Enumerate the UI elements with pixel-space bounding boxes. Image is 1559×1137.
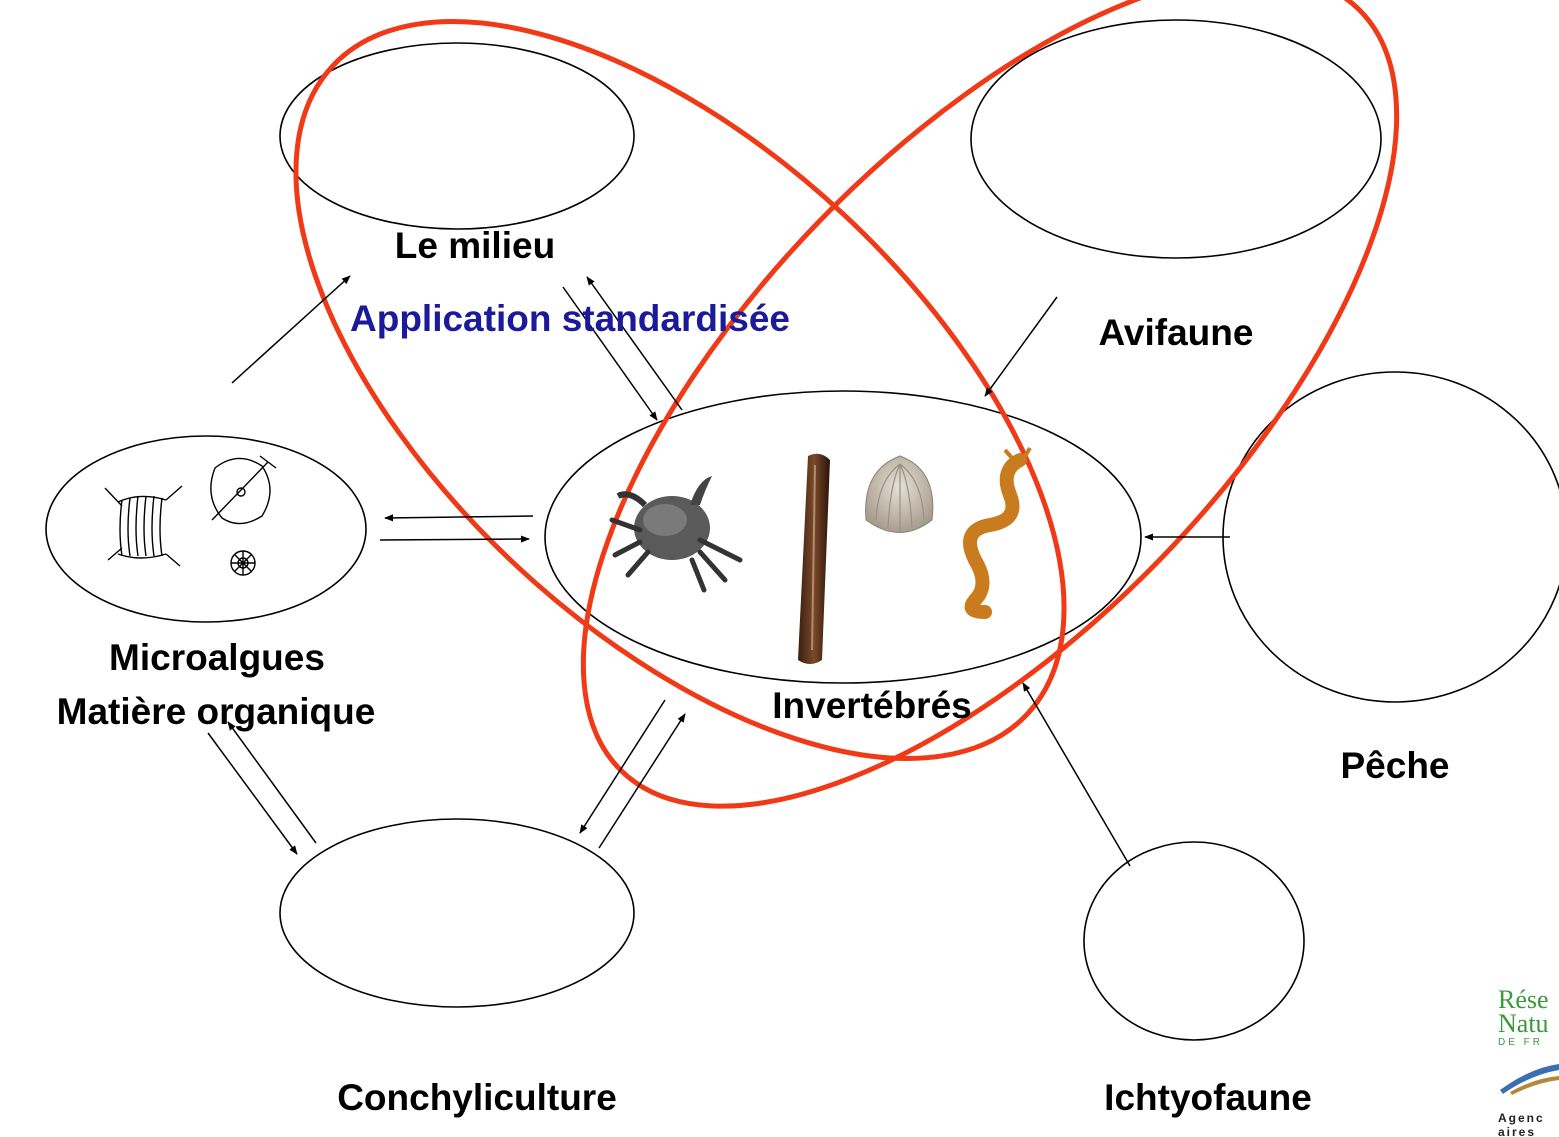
label-microalgues: Microalgues: [109, 637, 325, 678]
razor-clam-illustration: [798, 454, 830, 664]
highlight-loop-left: [169, 0, 1191, 889]
node-avifaune: [971, 20, 1381, 258]
highlight-loop-right: [449, 0, 1531, 938]
node-microalgues: [46, 436, 366, 622]
arrow-invertebres-to-microalgues: [385, 516, 533, 518]
node-ichtyofaune: [1084, 842, 1304, 1040]
arrow-conchyliculture-to-microalgues: [228, 722, 316, 843]
svg-text:aires: aires: [1498, 1125, 1536, 1137]
aires-marines-logo: Agenc aires: [1498, 1064, 1559, 1137]
arrow-invertebres-to-milieu: [587, 277, 682, 410]
svg-text:Natu: Natu: [1498, 1009, 1549, 1038]
node-milieu: [280, 43, 634, 229]
microalgae-illustration: [105, 456, 276, 575]
arrow-conchyliculture-to-invertebres: [599, 714, 685, 848]
arrow-ichtyofaune-to-invertebres: [1023, 683, 1130, 866]
label-conchyliculture: Conchyliculture: [337, 1077, 617, 1118]
label-avifaune: Avifaune: [1099, 312, 1254, 353]
svg-text:Agenc: Agenc: [1498, 1111, 1545, 1125]
arrow-microalgues-to-invertebres: [380, 539, 529, 540]
label-peche: Pêche: [1340, 745, 1449, 786]
label-application-standardisee: Application standardisée: [350, 298, 790, 339]
arrow-avifaune-to-invertebres: [985, 297, 1057, 396]
label-le-milieu: Le milieu: [395, 225, 555, 266]
worm-illustration: [970, 448, 1030, 612]
cockle-illustration: [866, 456, 933, 533]
crab-illustration: [612, 476, 740, 590]
label-matiere-organique: Matière organique: [57, 691, 376, 732]
arrow-microalgues-to-conchyliculture: [208, 733, 297, 854]
node-conchyliculture: [280, 819, 634, 1007]
reserves-naturelles-logo: Rése Natu DE FR: [1498, 985, 1549, 1048]
arrow-microalgues-to-milieu: [232, 276, 350, 383]
svg-text:DE FR: DE FR: [1498, 1037, 1543, 1048]
label-ichtyofaune: Ichtyofaune: [1104, 1077, 1312, 1118]
label-invertebres: Invertébrés: [772, 685, 972, 726]
node-invertebres: [545, 391, 1141, 683]
